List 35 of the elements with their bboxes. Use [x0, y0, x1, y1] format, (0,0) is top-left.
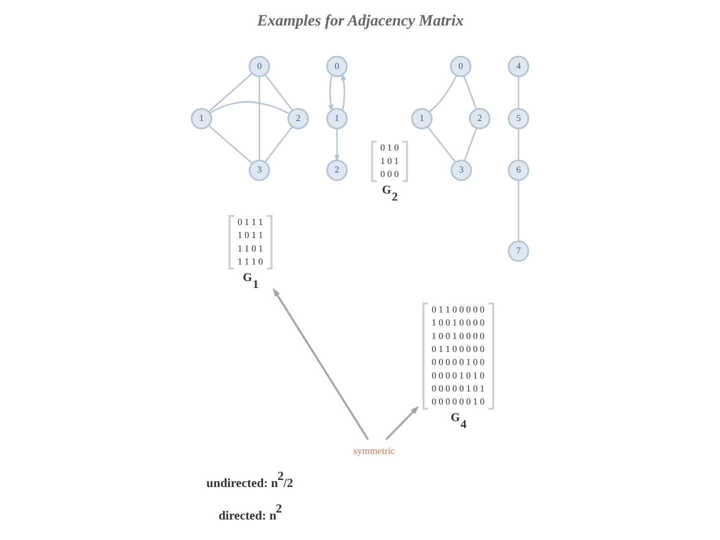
connector	[518, 180, 520, 242]
connector	[464, 128, 478, 162]
node-circle: 3	[450, 160, 472, 181]
node-circle: 2	[287, 108, 309, 130]
connector	[427, 126, 456, 163]
arrow	[340, 72, 346, 111]
node-circle: 1	[411, 108, 433, 130]
arrow	[385, 406, 419, 440]
arrow	[334, 128, 340, 162]
node-circle: 1	[190, 108, 212, 130]
connector	[428, 75, 458, 113]
connector	[463, 76, 478, 110]
node-circle: 6	[508, 160, 530, 181]
connector	[518, 128, 520, 160]
node-circle: 3	[248, 160, 270, 181]
connector	[518, 76, 520, 109]
node-circle: 0	[326, 56, 348, 78]
arrow	[272, 288, 369, 440]
diagram-title: Examples for Adjacency Matrix	[257, 12, 464, 30]
connector	[264, 74, 293, 111]
node-circle: 4	[508, 56, 530, 78]
node-circle: 7	[508, 240, 530, 262]
node-circle: 2	[326, 160, 348, 181]
connector	[208, 125, 253, 164]
node-circle: 2	[469, 108, 490, 130]
node-circle: 0	[450, 56, 472, 78]
node-circle: 1	[326, 108, 348, 130]
connector	[258, 76, 260, 160]
node-circle: 0	[248, 56, 270, 78]
connector	[209, 101, 290, 114]
arrow	[328, 74, 334, 112]
node-text: symmetric	[353, 446, 396, 457]
node-circle: 5	[508, 108, 530, 130]
connector	[264, 126, 293, 162]
connector	[208, 72, 253, 112]
